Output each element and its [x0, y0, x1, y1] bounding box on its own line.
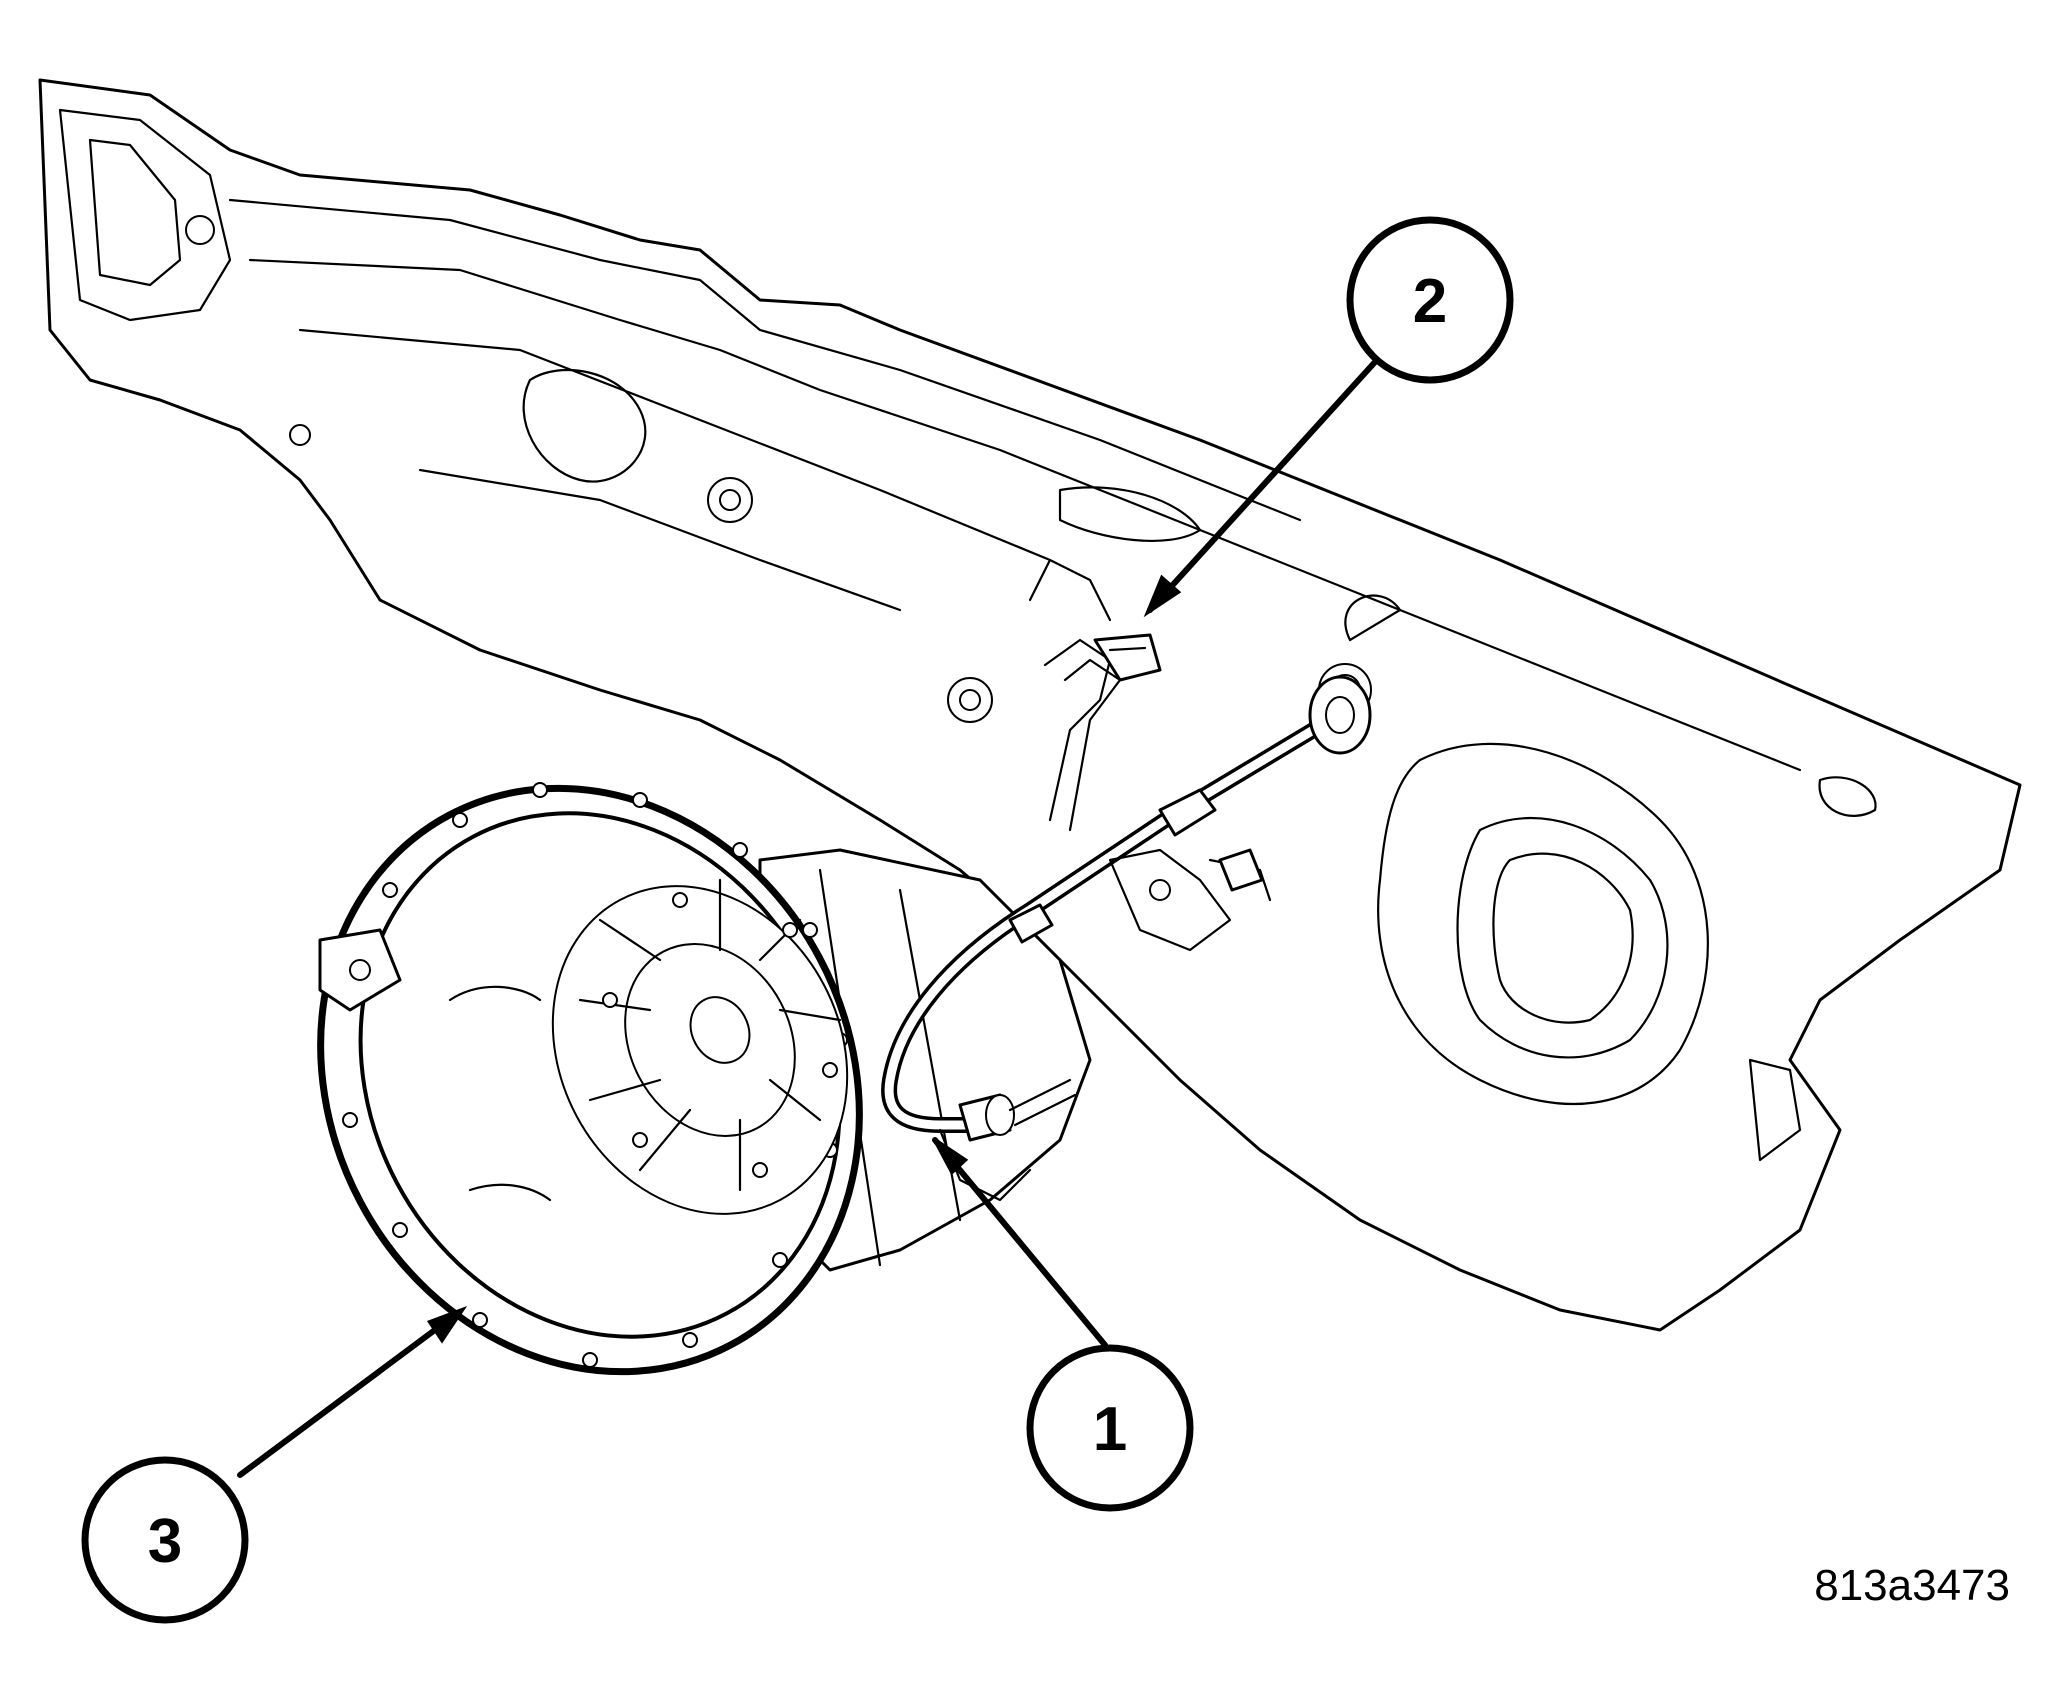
- callout-2-circle: [1346, 216, 1514, 384]
- master-cylinder-bracket: [1108, 848, 1272, 952]
- bell-housing-bolt-holes: [342, 782, 848, 1368]
- figure-id-label: 813a3473: [1814, 1561, 2010, 1610]
- clutch-pressure-plate: [551, 878, 849, 1215]
- callout-1: 1: [932, 1137, 1194, 1512]
- clutch-hydraulic-line: [881, 675, 1372, 1133]
- transmission-bell-housing: [317, 782, 1092, 1376]
- line-retaining-clip: [1028, 558, 1162, 832]
- callout-1-number: 1: [1093, 1395, 1127, 1464]
- callout-1-circle: [1026, 1344, 1194, 1512]
- callout-3-number: 3: [148, 1507, 182, 1576]
- callout-2-number: 2: [1413, 267, 1447, 336]
- callout-3-arrowhead: [426, 1305, 468, 1344]
- callout-3-leader: [237, 1312, 458, 1478]
- callout-1-leader: [932, 1137, 1108, 1348]
- callout-2-leader: [1147, 359, 1378, 613]
- callout-3-circle: [81, 1456, 249, 1624]
- callout-3: 3: [81, 1305, 468, 1624]
- callout-2-arrowhead: [1143, 574, 1182, 618]
- callout-2: 2: [1143, 216, 1514, 618]
- callout-1-arrowhead: [933, 1138, 969, 1176]
